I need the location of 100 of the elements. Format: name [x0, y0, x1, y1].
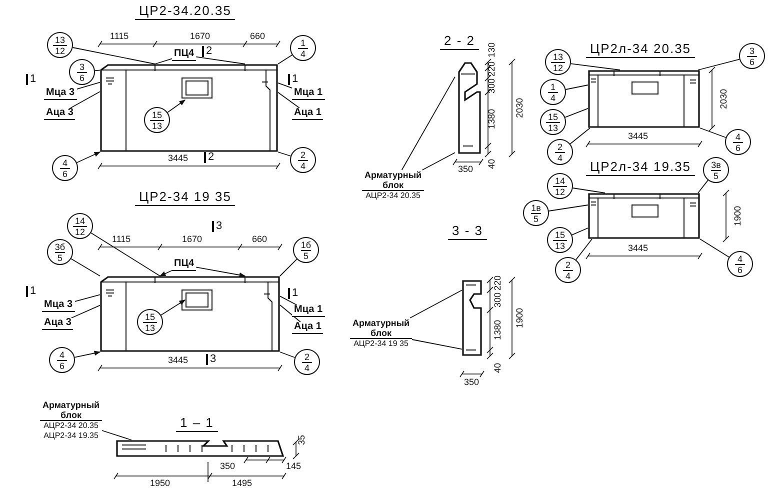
note-text: Арматурный блок — [350, 318, 412, 339]
leader-line — [278, 54, 293, 64]
section-mark: 3 — [206, 354, 216, 365]
callout-number: 6 — [735, 264, 744, 274]
note-text: Арматурный блок — [362, 170, 424, 191]
section-mark: 2 — [202, 46, 212, 57]
callout-circle — [703, 157, 729, 183]
part-mark: Аца 1 — [292, 322, 324, 334]
callout-number: 14 — [554, 176, 566, 186]
callout-circle — [523, 200, 549, 226]
dimension-text: 2030 — [516, 98, 524, 118]
dimension-text: 1670 — [182, 235, 202, 244]
dimension-text: 1950 — [150, 479, 170, 488]
dimension-text: 2030 — [720, 88, 728, 110]
part-mark: ПЦ4 — [172, 49, 196, 61]
dimension-text: 3445 — [168, 356, 188, 365]
callout-circle — [294, 349, 320, 375]
section-mark: 1 — [288, 74, 298, 85]
leader-line — [700, 128, 726, 138]
part-mark: Аца 1 — [292, 108, 324, 120]
leader-line — [571, 228, 588, 236]
view-title: 2 - 2 — [440, 34, 480, 50]
callout-circle — [293, 237, 319, 263]
dimension-text: 1900 — [516, 308, 524, 328]
leader-line — [278, 152, 292, 156]
view-title: ЦР2-34 19 35 — [135, 190, 236, 206]
callout-circle — [144, 107, 170, 133]
leader-line — [72, 47, 156, 64]
dimension-text: 1495 — [232, 479, 252, 488]
part-mark: Мца 1 — [292, 88, 325, 100]
leader-line — [570, 63, 620, 70]
part-mark: Мца 3 — [44, 88, 77, 100]
callout-number: 13 — [54, 34, 66, 44]
block-code: АЦР2-34 19 35 — [354, 339, 408, 349]
dimension-text: 35 — [298, 435, 306, 445]
callout-number: 4 — [563, 270, 572, 280]
callout-number: 5 — [301, 250, 310, 260]
callout-circle — [47, 239, 73, 265]
callout-number: 3в — [710, 160, 722, 170]
callout-number: 12 — [52, 44, 67, 56]
leader-line — [280, 258, 298, 276]
callout-number: 1 — [299, 38, 306, 48]
leader-line — [700, 238, 730, 258]
dimension-text: 220 — [488, 61, 496, 77]
callout-number: 15 — [554, 230, 566, 240]
callout-number: 4 — [736, 254, 744, 264]
callout-number: 12 — [72, 226, 87, 236]
callout-number: 3 — [748, 46, 756, 56]
callout-number: 2 — [303, 352, 310, 362]
section-mark: 1 — [26, 286, 36, 297]
callout-circle — [52, 155, 78, 181]
callout-circle — [547, 173, 573, 199]
callout-number: 6 — [57, 360, 66, 370]
leader-line — [570, 128, 590, 144]
dimension-text: 40 — [488, 159, 496, 169]
callout-number: 1б — [300, 240, 312, 250]
leader-line — [167, 100, 186, 113]
callout-circle — [47, 32, 73, 58]
leader-line — [410, 290, 462, 318]
leader-line — [564, 108, 588, 118]
callout-number: 6 — [77, 72, 86, 82]
dimension-text: 3445 — [628, 132, 648, 141]
leader-line — [70, 304, 100, 318]
leader-line — [154, 58, 172, 64]
part-mark: ПЦ4 — [172, 259, 196, 271]
view-title: 1 – 1 — [176, 416, 218, 432]
leader-line — [576, 238, 592, 260]
block-code: АЦР2-34 19.35 — [44, 431, 98, 441]
callout-number: 4 — [734, 132, 742, 142]
leader-line — [196, 56, 246, 64]
leader-line — [422, 152, 456, 170]
leader-line — [160, 300, 186, 316]
leader-line — [565, 84, 588, 90]
callout-number: 2 — [564, 260, 572, 270]
leader-line — [70, 91, 100, 108]
callout-number: 3б — [54, 242, 66, 252]
callout-circle — [555, 257, 581, 283]
dimension-text: 3445 — [168, 154, 188, 163]
callout-number: 4 — [58, 350, 66, 360]
callout-circle — [725, 129, 751, 155]
callout-number: 13 — [150, 120, 164, 130]
callout-number: 4 — [302, 362, 312, 372]
callout-circle — [727, 251, 753, 277]
dimension-text: 1115 — [112, 235, 131, 244]
leader-line — [698, 58, 740, 70]
dimension-text: 350 — [464, 378, 480, 387]
callout-number: 2 — [556, 142, 564, 152]
callout-circle — [547, 227, 573, 253]
leader-line — [548, 204, 588, 212]
callout-number: 15 — [546, 112, 559, 122]
callout-number: 1в — [530, 202, 542, 212]
leader-line — [280, 296, 298, 306]
callout-circle — [67, 213, 93, 239]
callout-circle — [540, 79, 566, 105]
section-mark: 2 — [204, 152, 214, 163]
callout-number: 15 — [150, 110, 163, 120]
leader-line — [278, 92, 300, 108]
callout-number: 5 — [55, 252, 64, 262]
dimension-text: 1115 — [110, 32, 129, 41]
callout-number: 4 — [298, 160, 308, 170]
